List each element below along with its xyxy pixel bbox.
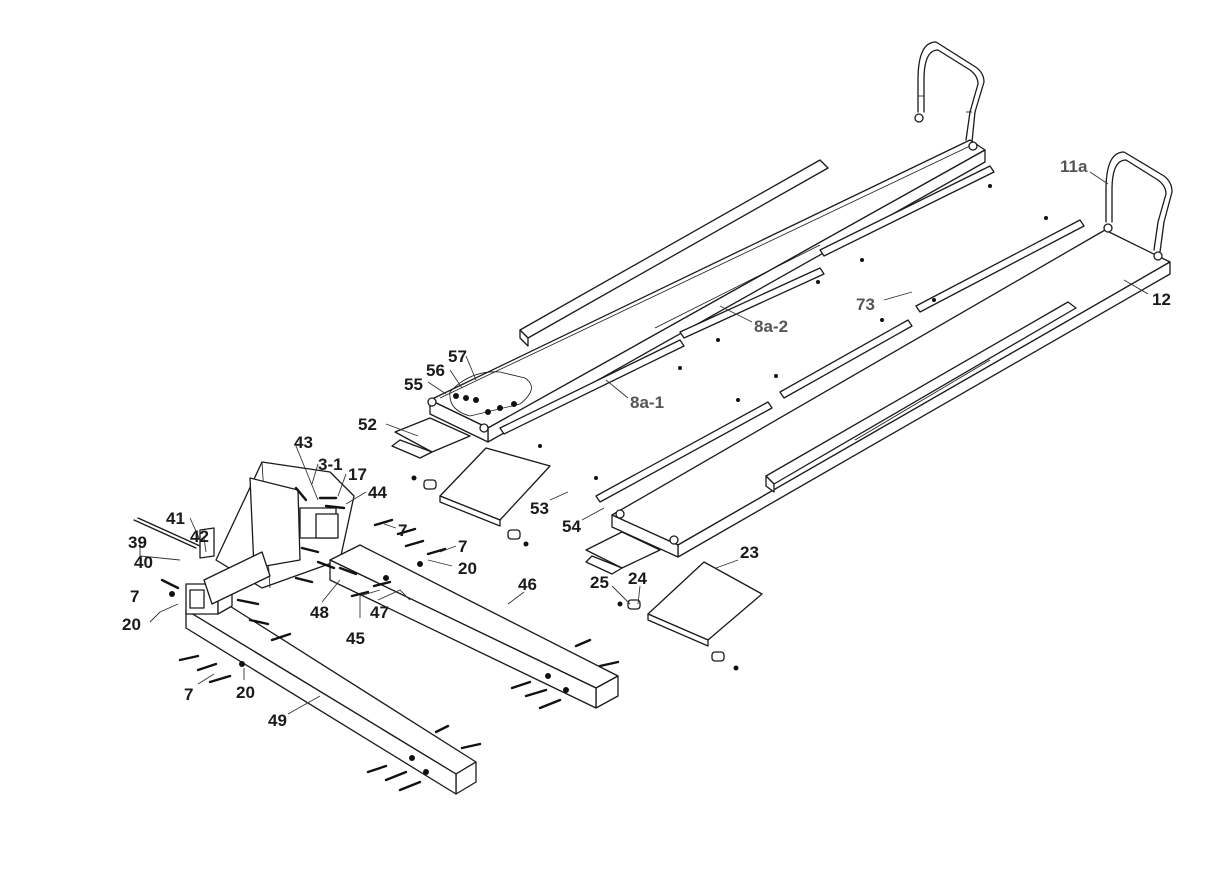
frame-tube [203, 551, 271, 605]
label-57: 57 [448, 347, 467, 366]
label-7-a: 7 [398, 521, 407, 540]
label-7-c: 7 [130, 587, 139, 606]
label-46: 46 [518, 575, 537, 594]
label-7-b: 7 [458, 537, 467, 556]
label-47: 47 [370, 603, 389, 622]
label-43: 43 [294, 433, 313, 452]
label-41: 41 [166, 509, 185, 528]
left-runway-inner-rails [499, 165, 995, 435]
left-runway-outer-rail [519, 159, 829, 347]
label-7-d: 7 [184, 685, 193, 704]
runway-fasteners [538, 184, 1048, 480]
right-runway [585, 223, 1171, 575]
label-55: 55 [404, 375, 423, 394]
turnplate-bolts [453, 393, 517, 415]
label-8a-2: 8a-2 [754, 317, 788, 336]
label-42: 42 [190, 527, 209, 546]
power-unit-frame [199, 461, 355, 589]
label-23: 23 [740, 543, 759, 562]
cross-beam-46 [329, 544, 619, 709]
handle-guard-left [917, 41, 985, 143]
label-56: 56 [426, 361, 445, 380]
label-45: 45 [346, 629, 365, 648]
ramp-right [617, 561, 763, 671]
label-17: 17 [348, 465, 367, 484]
label-52: 52 [358, 415, 377, 434]
label-25: 25 [590, 573, 609, 592]
left-runway [391, 113, 986, 459]
handle-guard-right [1105, 151, 1173, 253]
label-20-b: 20 [122, 615, 141, 634]
label-20-c: 20 [236, 683, 255, 702]
label-53: 53 [530, 499, 549, 518]
label-54: 54 [562, 517, 581, 536]
label-8a-1: 8a-1 [630, 393, 664, 412]
cross-beam-49 [133, 517, 477, 795]
leader-lines [139, 171, 1149, 715]
label-39: 39 [128, 533, 147, 552]
part-labels: 11a 12 73 8a-2 8a-1 57 56 55 52 43 3-1 1… [122, 157, 1171, 730]
label-48: 48 [310, 603, 329, 622]
label-11a: 11a [1060, 157, 1088, 176]
ramp-left [411, 447, 551, 547]
label-12: 12 [1152, 290, 1171, 309]
right-runway-outer-rail [765, 301, 1077, 493]
frame-bolts [160, 486, 620, 792]
label-44: 44 [368, 483, 387, 502]
label-40: 40 [134, 553, 153, 572]
right-runway-inner-rails [595, 219, 1085, 503]
label-73: 73 [856, 295, 875, 314]
label-3-1: 3-1 [318, 455, 343, 474]
label-24: 24 [628, 569, 647, 588]
label-20-a: 20 [458, 559, 477, 578]
label-49: 49 [268, 711, 287, 730]
